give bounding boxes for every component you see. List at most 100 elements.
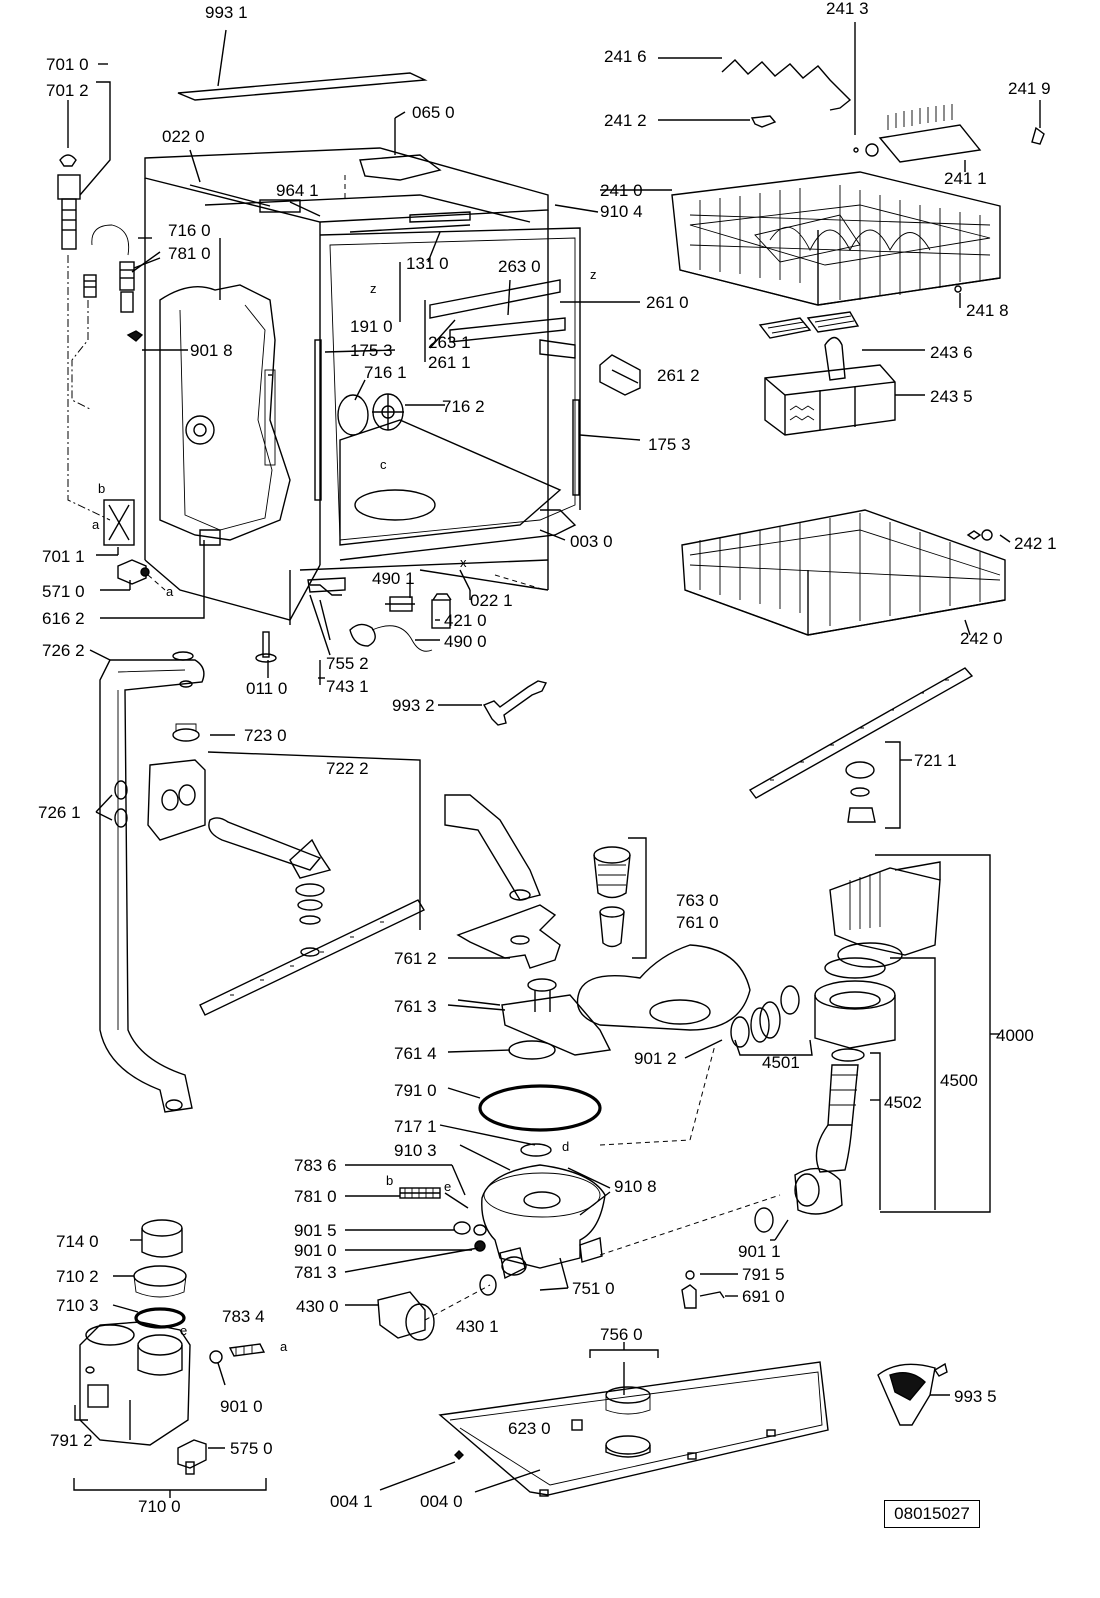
part-label-490-0: 490 0 xyxy=(444,632,487,651)
part-label-751-0: 751 0 xyxy=(572,1279,615,1298)
upper-basket-241 xyxy=(658,22,1045,308)
part-label-910-8: 910 8 xyxy=(614,1177,657,1196)
part-label-993-2: 993 2 xyxy=(392,696,435,715)
part-label-761-2: 761 2 xyxy=(394,949,437,968)
letter-d-1: d xyxy=(562,1139,570,1154)
base-plate-004 xyxy=(379,1342,829,1497)
part-label-910-3: 910 3 xyxy=(394,1141,437,1160)
part-label-993-1: 993 1 xyxy=(205,3,248,22)
part-label-721-1: 721 1 xyxy=(914,751,957,770)
letter-a-3: a xyxy=(280,1339,288,1354)
part-label-261-0: 261 0 xyxy=(646,293,689,312)
part-label-263-1: 263 1 xyxy=(428,333,471,352)
part-label-4501: 4501 xyxy=(762,1053,800,1072)
sump-assembly xyxy=(344,794,781,1341)
part-label-761-4: 761 4 xyxy=(394,1044,437,1063)
part-label-901-5: 901 5 xyxy=(294,1221,337,1240)
letter-e-1: e xyxy=(444,1179,452,1194)
part-label-263-0: 263 0 xyxy=(498,257,541,276)
part-label-701-1: 701 1 xyxy=(42,547,85,566)
part-label-701-2: 701 2 xyxy=(46,81,89,100)
part-label-710-2: 710 2 xyxy=(56,1267,99,1286)
part-label-065-0: 065 0 xyxy=(412,103,455,122)
clip-261-2 xyxy=(599,354,641,396)
part-label-241-3: 241 3 xyxy=(826,0,869,18)
part-label-243-6: 243 6 xyxy=(930,343,973,362)
part-label-726-1: 726 1 xyxy=(38,803,81,822)
part-label-901-0b: 901 0 xyxy=(220,1397,263,1416)
part-label-003-0: 003 0 xyxy=(570,532,613,551)
part-label-241-1: 241 1 xyxy=(944,169,987,188)
part-label-261-1: 261 1 xyxy=(428,353,471,372)
part-label-726-2: 726 2 xyxy=(42,641,85,660)
part-label-901-8: 901 8 xyxy=(190,341,233,360)
part-label-241-0: 241 0 xyxy=(600,181,643,200)
supply-pipe-726 xyxy=(89,649,205,1113)
part-label-575-0: 575 0 xyxy=(230,1439,273,1458)
part-label-781-0b: 781 0 xyxy=(294,1187,337,1206)
part-label-022-1: 022 1 xyxy=(470,591,513,610)
part-label-490-1: 490 1 xyxy=(372,569,415,588)
part-label-243-5: 243 5 xyxy=(930,387,973,406)
part-label-4500: 4500 xyxy=(940,1071,978,1090)
part-label-716-0: 716 0 xyxy=(168,221,211,240)
part-label-191-0: 191 0 xyxy=(350,317,393,336)
part-label-4000: 4000 xyxy=(996,1026,1034,1045)
part-label-710-0: 710 0 xyxy=(138,1497,181,1516)
letter-a-2: a xyxy=(166,584,174,599)
letter-x-1: x xyxy=(460,555,467,570)
part-label-710-3: 710 3 xyxy=(56,1296,99,1315)
part-label-714-0: 714 0 xyxy=(56,1232,99,1251)
part-label-781-0: 781 0 xyxy=(168,244,211,263)
part-label-571-0: 571 0 xyxy=(42,582,85,601)
part-label-616-2: 616 2 xyxy=(42,609,85,628)
part-label-964-1: 964 1 xyxy=(276,181,319,200)
part-label-175-3b: 175 3 xyxy=(648,435,691,454)
part-label-717-1: 717 1 xyxy=(394,1117,437,1136)
part-label-791-0: 791 0 xyxy=(394,1081,437,1100)
pump-4000 xyxy=(730,854,991,1233)
drain-hose-701 xyxy=(57,81,205,619)
heater-parts-490-421 xyxy=(349,593,452,652)
part-label-791-2: 791 2 xyxy=(50,1431,93,1450)
part-label-004-0: 004 0 xyxy=(420,1492,463,1511)
part-label-901-0: 901 0 xyxy=(294,1241,337,1260)
part-label-004-1: 004 1 xyxy=(330,1492,373,1511)
softener-710 xyxy=(73,1219,267,1498)
part-label-761-3: 761 3 xyxy=(394,997,437,1016)
letter-b-1: b xyxy=(98,481,106,496)
part-label-241-2: 241 2 xyxy=(604,111,647,130)
part-label-261-2: 261 2 xyxy=(657,366,700,385)
part-label-716-1: 716 1 xyxy=(364,363,407,382)
part-label-763-0: 763 0 xyxy=(676,891,719,910)
top-strip-993-1 xyxy=(177,29,428,101)
part-label-723-0: 723 0 xyxy=(244,726,287,745)
part-label-781-3: 781 3 xyxy=(294,1263,337,1282)
part-label-011-0: 011 0 xyxy=(246,679,288,698)
upper-spray-arm-721 xyxy=(748,667,974,829)
part-label-4502: 4502 xyxy=(884,1093,922,1112)
letter-z-2: z xyxy=(590,267,597,282)
lower-basket-242 xyxy=(681,509,1006,636)
part-label-716-2: 716 2 xyxy=(442,397,485,416)
part-label-241-9: 241 9 xyxy=(1008,79,1051,98)
part-label-623-0: 623 0 xyxy=(508,1419,551,1438)
letter-a-1: a xyxy=(92,517,100,532)
letter-z-1: z xyxy=(370,281,377,296)
reference-number-box: 08015027 xyxy=(884,1500,980,1528)
leader-lines xyxy=(98,63,1011,1241)
cutlery-basket-243 xyxy=(758,311,925,436)
letter-c-1: c xyxy=(380,457,387,472)
part-label-241-8: 241 8 xyxy=(966,301,1009,320)
part-label-791-5: 791 5 xyxy=(742,1265,785,1284)
part-label-242-1: 242 1 xyxy=(1014,534,1057,553)
part-label-242-0: 242 0 xyxy=(960,629,1003,648)
wrench-993-2 xyxy=(482,680,548,726)
letter-e-2: e xyxy=(180,1323,188,1338)
part-label-701-0: 701 0 xyxy=(46,55,89,74)
part-label-901-1: 901 1 xyxy=(738,1242,781,1261)
part-label-783-6: 783 6 xyxy=(294,1156,337,1175)
letter-b-2: b xyxy=(386,1173,394,1188)
part-label-722-2: 722 2 xyxy=(326,759,369,778)
